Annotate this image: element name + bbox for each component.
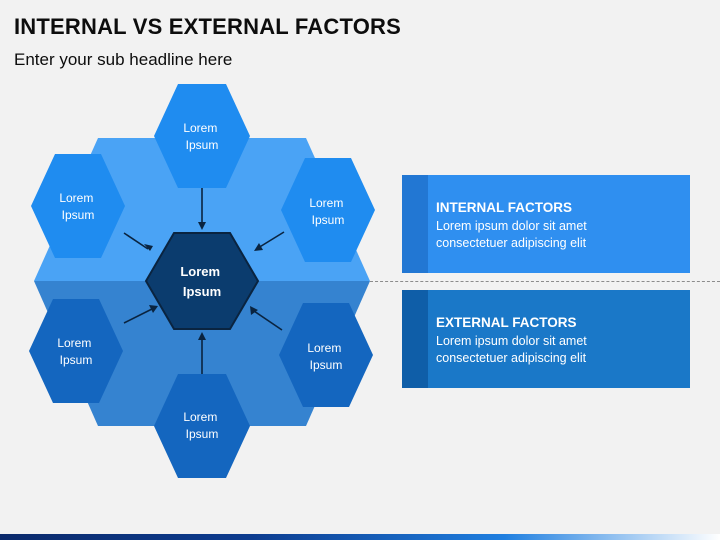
hex-upper-right-line2: Ipsum bbox=[312, 213, 345, 227]
hex-upper-left bbox=[31, 154, 125, 258]
arrowhead-top bbox=[198, 222, 206, 230]
hex-upper-right bbox=[281, 158, 375, 262]
hex-top-line1: Lorem bbox=[183, 121, 217, 135]
arrow-upper-right bbox=[257, 231, 285, 249]
hex-upper-left-label: Lorem Ipsum bbox=[59, 191, 96, 222]
footer-gradient-bar bbox=[0, 534, 720, 540]
hex-lower-right-line2: Ipsum bbox=[310, 358, 343, 372]
page-title: INTERNAL VS EXTERNAL FACTORS bbox=[14, 14, 401, 39]
arrowhead-upper-right bbox=[254, 243, 263, 251]
external-factors-box: EXTERNAL FACTORS Lorem ipsum dolor sit a… bbox=[402, 290, 690, 388]
external-factors-text: EXTERNAL FACTORS Lorem ipsum dolor sit a… bbox=[436, 314, 682, 367]
internal-factors-text: INTERNAL FACTORS Lorem ipsum dolor sit a… bbox=[436, 199, 682, 252]
arrow-lower-right bbox=[253, 310, 283, 331]
arrowhead-lower-right bbox=[250, 306, 258, 315]
hex-lower-right-line1: Lorem bbox=[307, 341, 341, 355]
hex-lower-left bbox=[29, 299, 123, 403]
external-factors-line1: Lorem ipsum dolor sit amet bbox=[436, 334, 587, 348]
arrow-lower-left bbox=[123, 308, 153, 324]
internal-factors-heading: INTERNAL FACTORS bbox=[436, 200, 573, 215]
hex-bottom-label: Lorem Ipsum bbox=[183, 410, 220, 441]
hex-lower-left-line1: Lorem bbox=[57, 336, 91, 350]
arrows bbox=[123, 188, 285, 374]
hex-center-line1: Lorem bbox=[180, 264, 220, 279]
external-factors-line2: consectetuer adipiscing elit bbox=[436, 351, 587, 365]
dashed-divider bbox=[370, 281, 720, 282]
hex-top-label: Lorem Ipsum bbox=[183, 121, 220, 152]
hex-center-line2: Ipsum bbox=[183, 284, 221, 299]
hex-bottom bbox=[154, 374, 250, 478]
arrowhead-bottom bbox=[198, 332, 206, 340]
hex-upper-left-line2: Ipsum bbox=[62, 208, 95, 222]
hex-lower-right bbox=[279, 303, 373, 407]
external-factors-heading: EXTERNAL FACTORS bbox=[436, 315, 577, 330]
arrowhead-upper-left bbox=[144, 244, 153, 251]
hex-upper-right-line1: Lorem bbox=[309, 196, 343, 210]
hex-center bbox=[144, 232, 260, 330]
internal-factors-box: INTERNAL FACTORS Lorem ipsum dolor sit a… bbox=[402, 175, 690, 273]
hex-lower-left-label: Lorem Ipsum bbox=[57, 336, 94, 367]
internal-factors-line1: Lorem ipsum dolor sit amet bbox=[436, 219, 587, 233]
arrow-upper-left bbox=[123, 232, 149, 250]
hex-top-line2: Ipsum bbox=[186, 138, 219, 152]
external-factors-accent bbox=[402, 290, 428, 388]
internal-factors-accent bbox=[402, 175, 428, 273]
hex-lower-left-line2: Ipsum bbox=[60, 353, 93, 367]
hex-lower-right-label: Lorem Ipsum bbox=[307, 341, 344, 372]
hex-upper-right-label: Lorem Ipsum bbox=[309, 196, 346, 227]
hex-bottom-line1: Lorem bbox=[183, 410, 217, 424]
internal-factors-line2: consectetuer adipiscing elit bbox=[436, 236, 587, 250]
arrowhead-lower-left bbox=[149, 305, 158, 313]
hex-center-label: Lorem Ipsum bbox=[180, 264, 223, 299]
page-subtitle: Enter your sub headline here bbox=[14, 50, 233, 69]
hex-bottom-line2: Ipsum bbox=[186, 427, 219, 441]
hex-upper-left-line1: Lorem bbox=[59, 191, 93, 205]
hex-top bbox=[154, 84, 250, 188]
